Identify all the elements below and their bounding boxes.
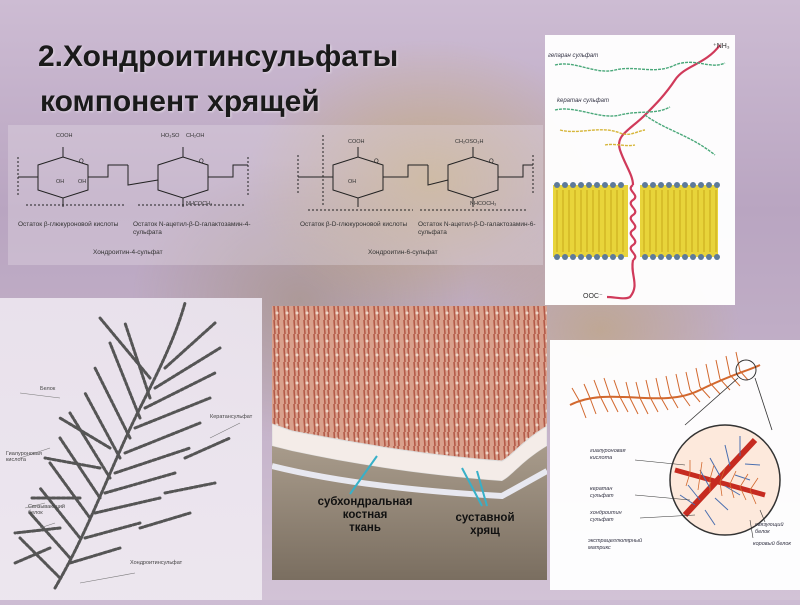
membrane-proteoglycan-panel: гепаран сульфат keратан сульфат ⁺NH₃ OOC… [545, 35, 735, 305]
formula-unit-4: Остаток N-ацетил-β-D-галактозамин-6-суль… [418, 221, 536, 236]
matrix-drawing [569, 351, 781, 539]
formula-caption-left: Хондроитин-4-сульфат [93, 249, 163, 256]
group-oh-2: OH [78, 179, 87, 185]
articular-cartilage [272, 423, 547, 482]
group-oh-1: OH [56, 179, 65, 185]
aggrecan-label-hyaluronic: Гиалуроновая кислота [6, 451, 42, 463]
group-nhcoch3-1: NHCOCH₃ [186, 201, 213, 207]
formula-unit-1: Остаток β-глюкуроновой кислоты [18, 221, 119, 228]
bottlebrush-aggregate [569, 351, 761, 419]
label-subchondral-line3: ткань [349, 522, 381, 534]
label-subchondral-bone: субхондральная костная ткань [310, 496, 420, 535]
label-articular-cartilage: суставной хрящ [440, 512, 530, 538]
group-ch2oh-1: CH₂OH [186, 133, 205, 139]
group-cooh-2: COOH [348, 139, 365, 145]
aggrecan-label-protein: Белок [40, 386, 56, 392]
subchondral-bone [272, 306, 547, 461]
label-cartilage-line1: суставной [455, 512, 515, 524]
label-keratan-sulfate: keратан сульфат [557, 98, 609, 104]
label-link-protein: связующий белок [755, 522, 784, 535]
title-line-1: 2.Хондроитинсульфаты [38, 40, 399, 73]
chondroitin-formula-panel: O O O O COOH HO₃SO CH₂OH COOH CH₂OSO₃H OH O… [8, 125, 543, 265]
formula-caption-right: Хондроитин-6-сульфат [368, 249, 438, 256]
label-keratan-sulfate-matrix: кератан сульфат [590, 486, 614, 499]
label-chondroitin-sulfate: хондроитин сульфат [590, 510, 622, 523]
label-ooc: OOC⁻ [583, 293, 603, 300]
label-subchondral-line2: костная [342, 509, 388, 521]
zoomed-matrix [669, 424, 781, 536]
aggrecan-label-link-protein: Связывающий белок [28, 504, 65, 516]
slide-title: 2.Хондроитинсульфаты компонент хрящей [38, 34, 398, 124]
extracellular-matrix-panel: гиалуроновая кислота кератан сульфат хон… [550, 340, 800, 590]
svg-text:O: O [374, 159, 379, 165]
aggrecan-label-chondroitin: Хондроитинсульфат [130, 560, 183, 566]
group-cooh-1: COOH [56, 133, 73, 139]
svg-text:O: O [79, 159, 84, 165]
lipid-bilayer [553, 182, 720, 260]
svg-text:O: O [489, 159, 494, 165]
label-hyaluronic-acid: гиалуроновая кислота [590, 448, 626, 461]
label-core-protein: коровый белок [753, 541, 792, 547]
group-ho3so-1: HO₃SO [161, 133, 180, 139]
bone-cartilage-panel: субхондральная костная ткань суставной х… [272, 306, 547, 580]
svg-text:O: O [199, 159, 204, 165]
formula-unit-2: Остаток N-ацетил-β-D-галактозамин-4-суль… [133, 221, 251, 236]
group-nhcoch3-2: NHCOCH₃ [470, 201, 497, 207]
title-line-2: компонент хрящей [40, 85, 320, 118]
formula-unit-3: Остаток β-D-глюкуроновой кислоты [300, 221, 408, 228]
label-heparan-sulfate: гепаран сульфат [548, 53, 599, 59]
label-subchondral-line1: субхондральная [317, 496, 413, 508]
bone-cartilage-drawing [272, 306, 547, 580]
group-ch2oso3h: CH₂OSO₃H [455, 139, 484, 145]
label-cartilage-line2: хрящ [470, 525, 500, 537]
core-protein-helix [606, 44, 721, 300]
label-extracellular-matrix: экстрацеллюлярный матрикс [588, 538, 643, 551]
group-oh-3: OH [348, 179, 357, 185]
aggrecan-label-keratan: Кератансульфат [210, 414, 253, 420]
aggrecan-panel: Белок Гиалуроновая кислота Связывающий б… [0, 298, 262, 600]
membrane-drawing [553, 44, 726, 300]
label-nh3: ⁺NH₃ [713, 43, 730, 50]
aggrecan-drawing [13, 301, 241, 590]
